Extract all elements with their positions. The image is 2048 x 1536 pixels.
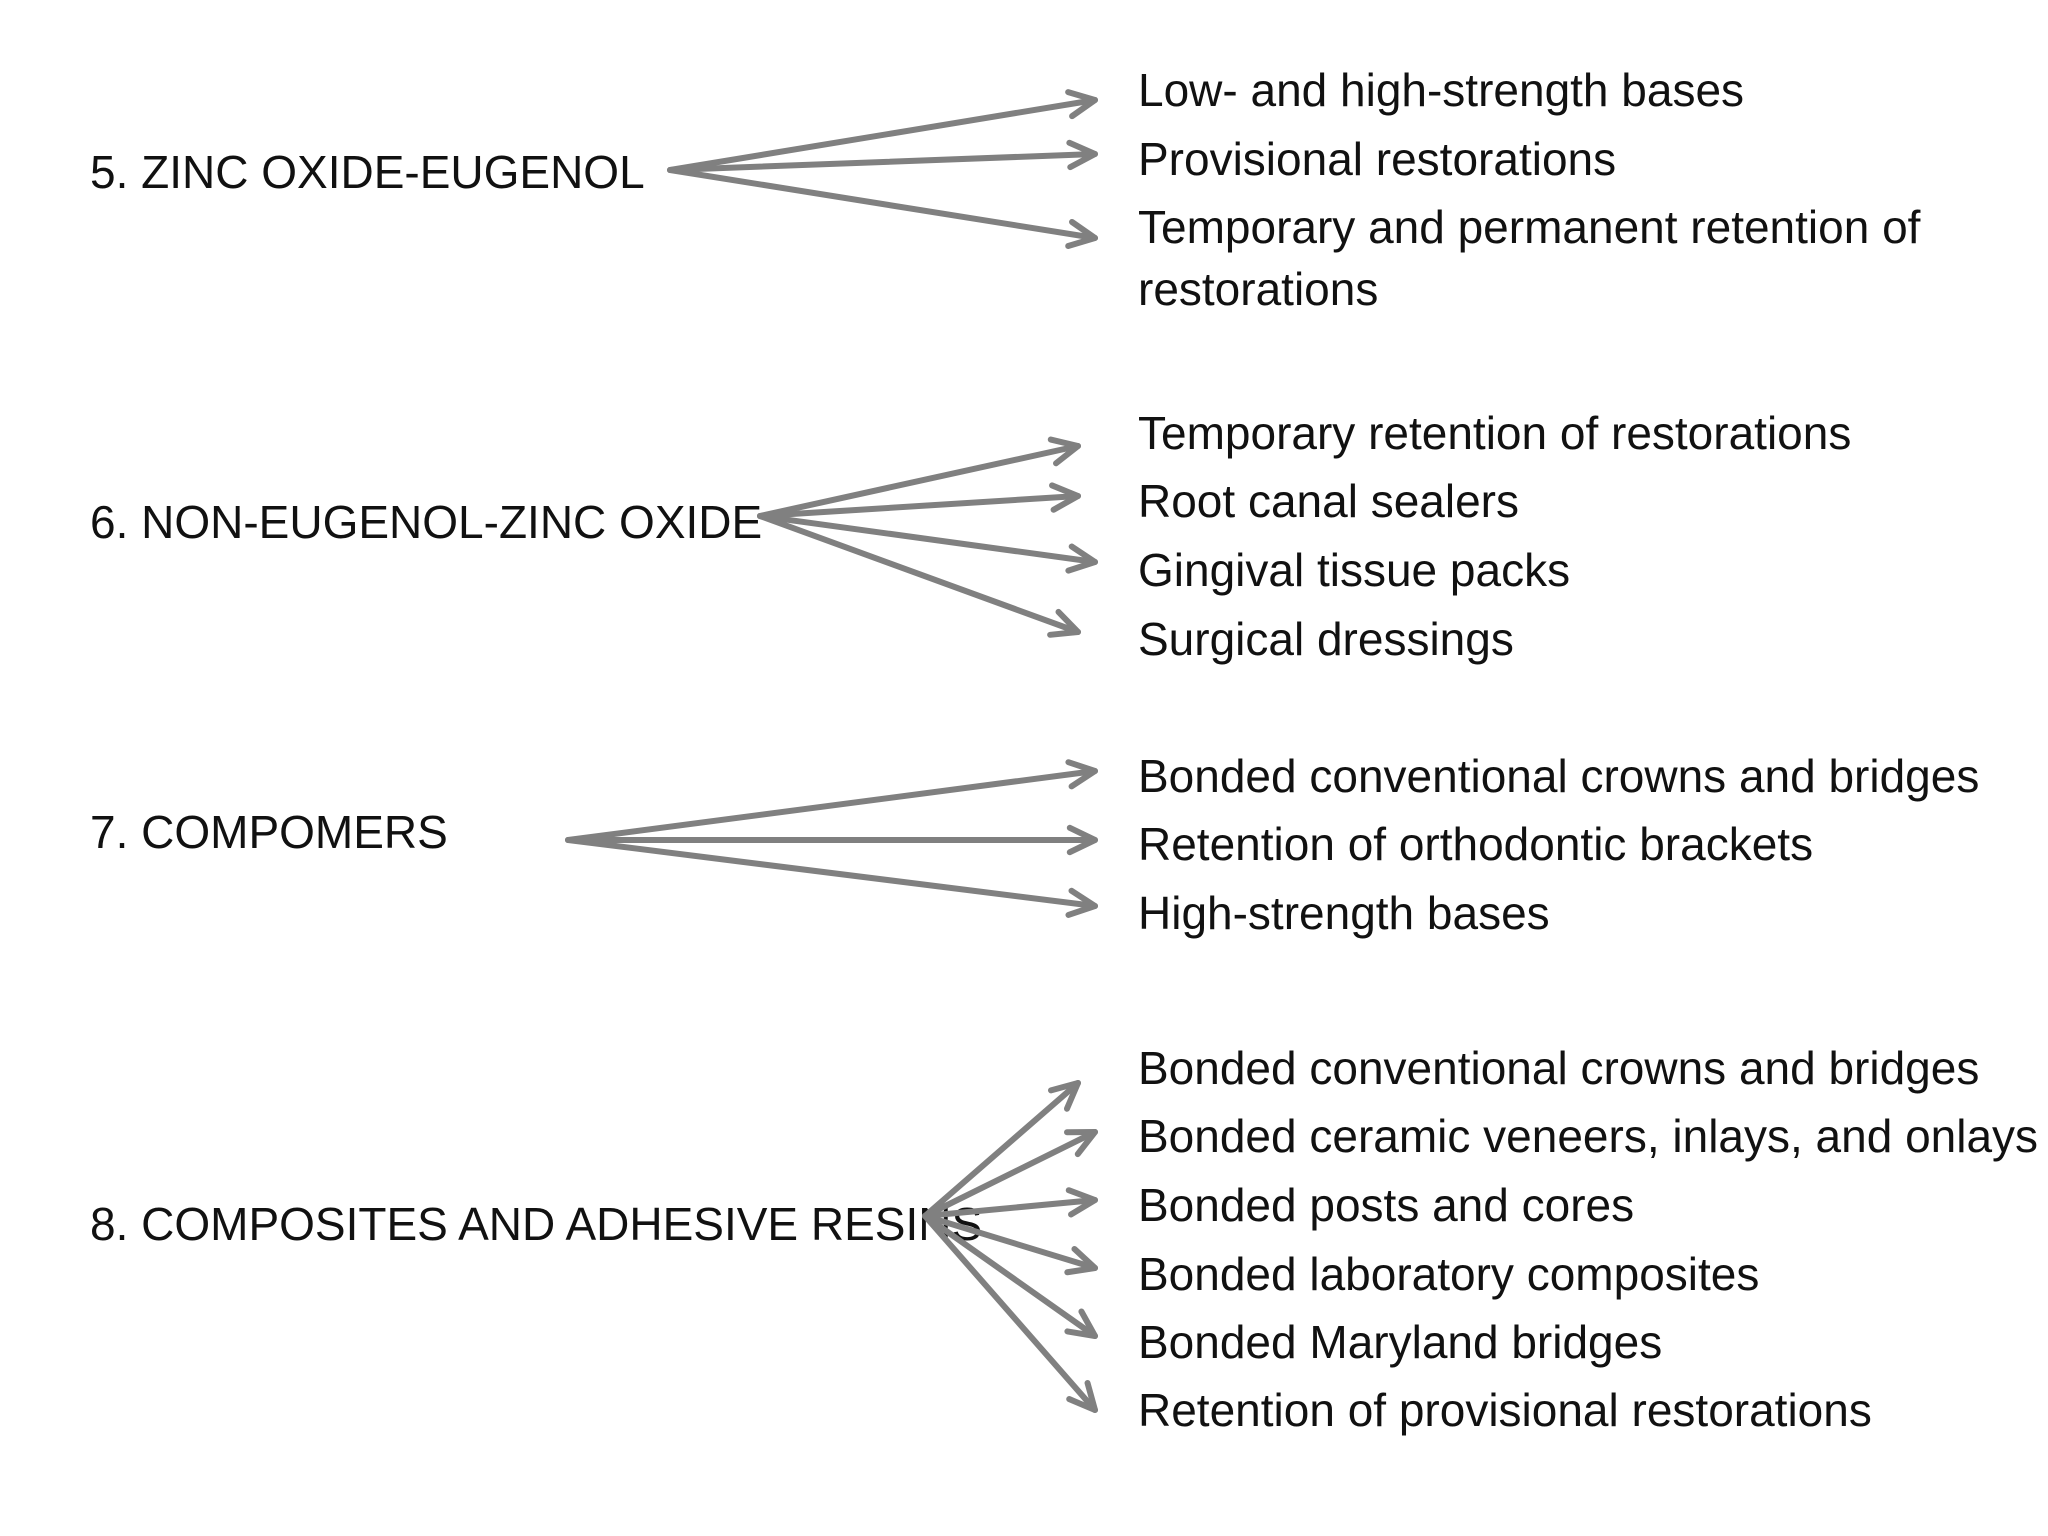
target-label: Bonded conventional crowns and bridges (1138, 750, 1979, 802)
target-label: Bonded Maryland bridges (1138, 1316, 1662, 1368)
arrow-line (922, 1197, 1098, 1219)
arrowhead-icon (1065, 218, 1098, 250)
arrow-line (565, 768, 1098, 843)
source-label: 5. ZINC OXIDE-EUGENOL (90, 146, 645, 198)
arrow-line (757, 513, 1098, 565)
arrow-line (922, 1080, 1081, 1219)
source-label: 6. NON-EUGENOL-ZINC OXIDE (90, 496, 762, 548)
target-label: Retention of provisional restorations (1138, 1384, 1872, 1436)
arrowhead-icon (1064, 1129, 1098, 1158)
arrowhead-icon (1064, 1245, 1098, 1276)
target-label: Provisional restorations (1138, 133, 1616, 185)
arrow-line (922, 1213, 1098, 1413)
target-label: Surgical dressings (1138, 613, 1514, 665)
arrow-line (922, 1213, 1098, 1339)
target-label: Bonded posts and cores (1138, 1179, 1634, 1231)
target-label: High-strength bases (1138, 887, 1550, 939)
group-zinc-oxide-eugenol: 5. ZINC OXIDE-EUGENOL Low- and high-stre… (90, 64, 1921, 315)
arrow-line (565, 837, 1098, 909)
arrow-line (922, 1129, 1098, 1219)
group-composites-and-adhesive-resins: 8. COMPOSITES AND ADHESIVE RESINS Bonded… (90, 1042, 2038, 1436)
arrow-line (667, 151, 1098, 173)
source-label: 8. COMPOSITES AND ADHESIVE RESINS (90, 1198, 982, 1250)
arrowhead-icon (1047, 608, 1081, 638)
arrow-line (757, 493, 1081, 519)
target-label: Bonded ceramic veneers, inlays, and onla… (1138, 1110, 2038, 1162)
arrowhead-icon (1047, 1080, 1081, 1112)
arrowhead-icon (1047, 436, 1081, 467)
target-label: Temporary and permanent retention of (1138, 201, 1921, 253)
arrowhead-icon (1065, 887, 1098, 918)
target-label: Gingival tissue packs (1138, 544, 1570, 596)
target-label: Temporary retention of restorations (1138, 407, 1851, 459)
arrowhead-icon (1066, 824, 1098, 856)
target-label: Bonded laboratory composites (1138, 1248, 1759, 1300)
arrowhead-icon (1065, 1187, 1098, 1218)
arrowhead-icon (1065, 89, 1098, 120)
target-label: Root canal sealers (1138, 475, 1519, 527)
arrowhead-icon (1066, 1380, 1098, 1413)
arrowhead-icon (1049, 482, 1081, 513)
arrowhead-icon (1065, 543, 1098, 574)
target-label: restorations (1138, 263, 1378, 315)
arrow-line (667, 97, 1098, 173)
group-non-eugenol-zinc-oxide: 6. NON-EUGENOL-ZINC OXIDE Temporary rete… (90, 407, 1851, 665)
arrow-line (757, 443, 1081, 519)
group-compomers: 7. COMPOMERS Bonded conventional crowns … (90, 750, 1979, 939)
arrow-line (757, 513, 1081, 635)
arrow-line (667, 167, 1098, 241)
source-label: 7. COMPOMERS (90, 806, 448, 858)
target-label: Bonded conventional crowns and bridges (1138, 1042, 1979, 1094)
arrowhead-icon (1064, 1308, 1098, 1339)
arrow-line (922, 1213, 1098, 1271)
target-label: Retention of orthodontic brackets (1138, 818, 1813, 870)
arrowhead-icon (1065, 759, 1098, 790)
target-label: Low- and high-strength bases (1138, 64, 1744, 116)
arrowhead-icon (1066, 139, 1098, 171)
